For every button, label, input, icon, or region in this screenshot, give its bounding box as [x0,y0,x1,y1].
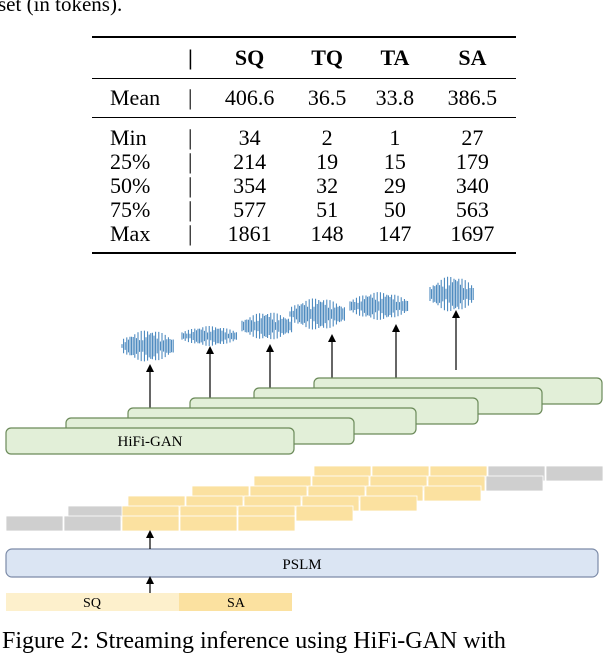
table-row: 25% | 214 19 15 179 [92,150,516,174]
table-cell: 50 [383,197,406,222]
table-cell: 15 [383,149,406,174]
row-label: Mean [110,85,161,110]
input-sequence: SQ SA [6,593,292,611]
input-label-sa: SA [227,596,246,611]
table-cell: 29 [383,173,406,198]
input-label-sq: SQ [83,596,101,611]
table-cell: 147 [378,221,412,246]
table-row: Min | 34 2 1 27 [92,118,516,151]
table-row: 50% | 354 32 29 340 [92,174,516,198]
column-separator: | [188,173,193,198]
row-label: 50% [110,173,151,198]
waveform [181,326,237,346]
table-cell: 340 [455,173,489,198]
token-stats-table: | SQ TQ TA SA Mean | 406.6 36.5 33.8 386… [92,36,516,254]
table-cell: 179 [455,149,489,174]
table-cell: 1861 [227,221,272,246]
header-ta: TA [380,45,410,70]
table-cell: 577 [233,197,267,222]
column-separator: | [188,45,193,70]
pslm-box [5,548,599,578]
waveform [121,330,174,362]
input-token-sa [179,593,292,611]
table-row: 75% | 577 51 50 563 [92,198,516,222]
speech-token [237,515,296,532]
header-tq: TQ [311,45,343,70]
table-cell: 36.5 [307,85,347,110]
column-separator: | [188,125,193,150]
speech-token [295,505,354,522]
column-separator: | [188,221,193,246]
table-row: Max | 1861 148 147 1697 [92,222,516,253]
speech-token [179,515,238,532]
column-separator: | [188,149,193,174]
row-label: 75% [110,197,151,222]
table-cell: 51 [316,197,339,222]
speech-token [423,485,482,502]
waveform [349,292,409,320]
waveform [429,276,474,312]
row-label: Max [110,221,151,246]
hifigan-box [5,427,295,455]
speech-token [359,495,418,512]
figure-caption: Figure 2: Streaming inference using HiFi… [2,628,506,654]
padding-token [5,515,64,532]
table-cell: 34 [238,125,261,150]
table-cell: 2 [321,125,333,150]
row-label: Min [110,125,147,150]
column-separator: | [188,197,193,222]
table-cell: 32 [316,173,339,198]
table-cell: 406.6 [224,85,275,110]
caption-top: set (in tokens). [0,0,123,16]
table-cell: 563 [455,197,489,222]
table-cell: 19 [316,149,339,174]
table-row-mean: Mean | 406.6 36.5 33.8 386.5 [92,79,516,118]
padding-token [63,515,122,532]
hifigan-label: HiFi-GAN [117,434,182,450]
row-label: 25% [110,149,151,174]
input-token-sq-3 [120,593,179,611]
speech-token [121,515,180,532]
table-cell: 386.5 [447,85,498,110]
column-separator: | [188,85,193,110]
padding-token [545,465,604,482]
header-sq: SQ [234,45,265,70]
streaming-inference-diagram: HiFi-GAN PSLM SQ SA [5,276,604,611]
table-cell: 148 [310,221,344,246]
table-cell: 1697 [450,221,495,246]
table-header-row: | SQ TQ TA SA [92,37,516,79]
table-cell: 354 [233,173,267,198]
waveform [289,298,345,330]
table-cell: 1 [389,125,401,150]
waveform [241,312,293,340]
table-cell: 27 [461,125,484,150]
header-sa: SA [458,45,487,70]
padding-token [485,475,544,492]
input-token-sq-1 [6,593,64,611]
table-cell: 214 [233,149,267,174]
pslm-label: PSLM [282,557,321,573]
input-token-sq-2 [64,593,120,611]
table-cell: 33.8 [375,85,415,110]
